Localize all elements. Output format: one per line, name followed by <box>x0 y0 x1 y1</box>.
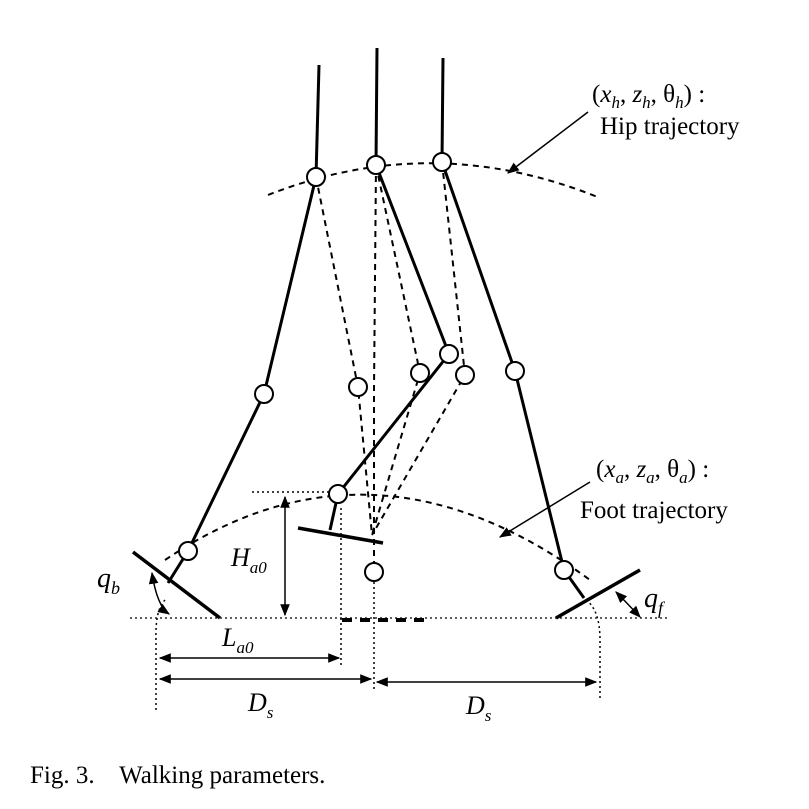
q-b-label: qb <box>97 563 120 598</box>
foot-params-label: (xa, za, θa) : <box>596 456 709 487</box>
q-f-label: qf <box>644 583 666 618</box>
hip-params-label: (xh, zh, θh) : <box>592 81 705 112</box>
l-a0-label: La0 <box>221 623 254 657</box>
foot-trajectory-label: Foot trajectory <box>580 497 728 524</box>
d-s-left-label: Ds <box>247 688 274 722</box>
left-foot <box>131 550 222 620</box>
hip-label-leader <box>507 111 589 174</box>
dashed-leg-1 <box>315 176 373 536</box>
left-leg <box>166 176 318 584</box>
figure-caption: Fig. 3. Walking parameters. <box>30 762 325 790</box>
knee-joint-dashed-4 <box>455 365 475 385</box>
figure-caption-text: Walking parameters. <box>119 762 326 789</box>
hip-joint-right <box>432 152 452 172</box>
ankle-joint-right <box>554 560 574 580</box>
right-foot <box>555 568 641 620</box>
dashed-leg-2 <box>373 164 377 572</box>
ankle-joint-swing <box>328 484 348 504</box>
swing-foot <box>297 526 384 545</box>
hip-joint-left <box>306 167 326 187</box>
torso-line-middle <box>374 47 379 166</box>
knee-joint-dashed-3 <box>410 363 430 383</box>
right-reference-line <box>585 599 601 700</box>
h-a0-label: Ha0 <box>230 543 267 577</box>
figure-number: Fig. 3. <box>30 762 95 789</box>
knee-joint-left <box>254 384 274 404</box>
q-f-angle-arrow <box>615 591 641 618</box>
torso-line-left <box>314 64 321 178</box>
knee-joint-swing <box>439 344 459 364</box>
right-leg <box>440 161 586 599</box>
hip-joint-middle <box>366 155 386 175</box>
foot-label-leader <box>498 481 591 538</box>
ankle-joint-left <box>178 541 198 561</box>
left-reference-line <box>155 599 166 712</box>
swing-leg <box>328 164 451 531</box>
torso-line-right <box>440 57 445 163</box>
q-b-angle-arrow <box>148 571 170 615</box>
d-s-right-label: Ds <box>465 691 492 725</box>
joints <box>178 152 574 582</box>
hip-trajectory-label: Hip trajectory <box>600 113 740 140</box>
knee-joint-dashed-1 <box>348 377 368 397</box>
ankle-joint-dashed <box>364 562 384 582</box>
knee-joint-right <box>505 361 525 381</box>
